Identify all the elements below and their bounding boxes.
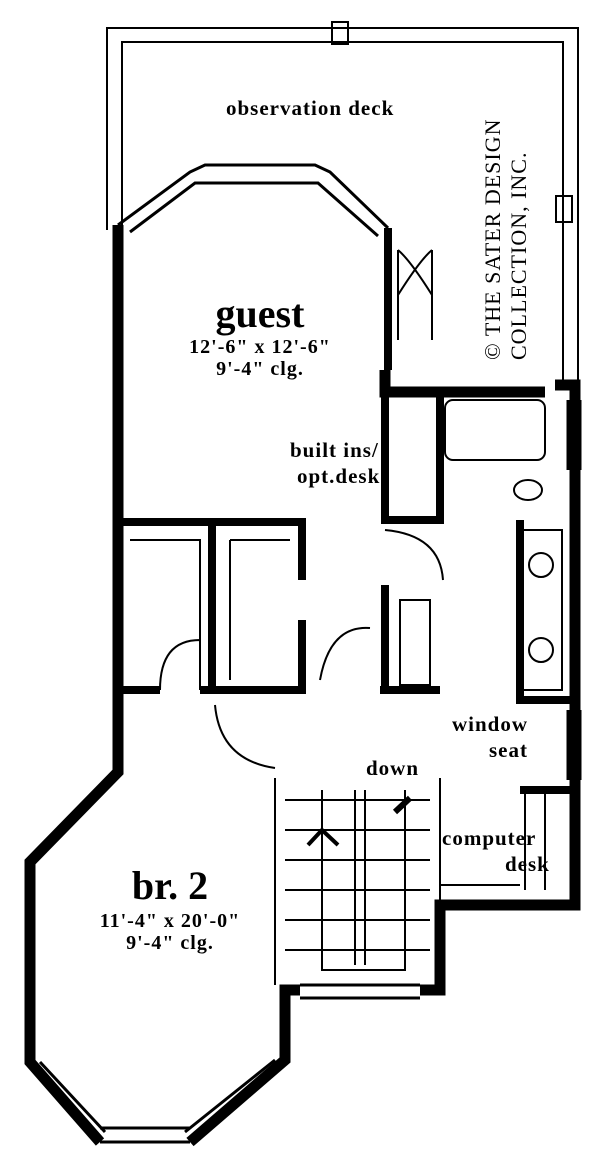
label-built-ins: built ins/: [290, 438, 379, 462]
label-seat: seat: [489, 738, 528, 762]
label-guest-ceiling: 9'-4" clg.: [216, 358, 304, 380]
label-computer: computer: [442, 826, 537, 850]
copyright-notice: © THE SATER DESIGN COLLECTION, INC.: [480, 119, 532, 360]
observation-deck-railing: [106, 21, 579, 385]
label-br2-size: 11'-4" x 20'-0": [99, 910, 241, 932]
label-br2: br. 2: [131, 863, 209, 908]
label-desk: desk: [505, 852, 550, 876]
label-br2-ceiling: 9'-4" clg.: [126, 932, 214, 954]
windows: [38, 163, 582, 1144]
label-guest: guest: [215, 291, 305, 336]
label-down: down: [366, 756, 420, 780]
fixtures: [130, 399, 563, 890]
doors: [159, 249, 444, 769]
label-guest-size: 12'-6" x 12'-6": [189, 336, 331, 358]
label-window: window: [451, 712, 528, 736]
copyright-line-2: COLLECTION, INC.: [506, 151, 531, 360]
interior-walls: [122, 228, 575, 794]
label-observation-deck: observation deck: [226, 96, 395, 120]
label-opt-desk: opt.desk: [297, 464, 381, 488]
stairs: [274, 778, 550, 985]
copyright-line-1: © THE SATER DESIGN: [480, 118, 505, 360]
